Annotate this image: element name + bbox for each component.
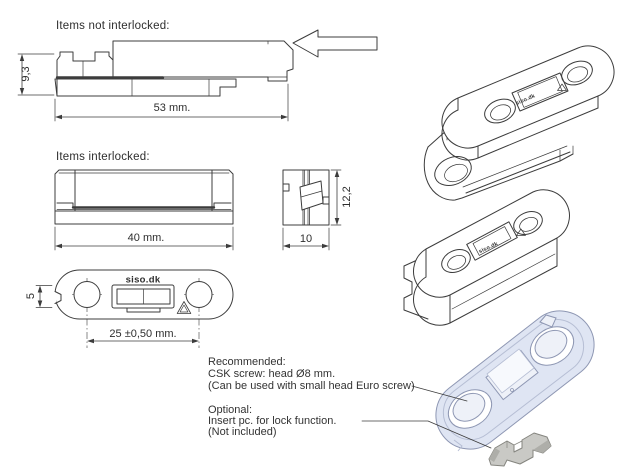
top-view bbox=[35, 269, 234, 348]
iso-view-part: siso.dk bbox=[403, 189, 570, 326]
siso-logo: siso.dk bbox=[125, 274, 161, 286]
front-view-interlocked bbox=[54, 169, 234, 251]
optional-line-2: (Not included) bbox=[208, 426, 277, 438]
dim-10: 10 bbox=[299, 233, 313, 245]
side-view-not-interlocked bbox=[17, 40, 294, 122]
recommended-line-1: CSK screw: head Ø8 mm. bbox=[208, 368, 336, 380]
recycle-icon bbox=[516, 228, 526, 236]
dim-25mm: 25 ±0,50 mm. bbox=[109, 328, 177, 340]
optional-title: Optional: bbox=[208, 404, 253, 416]
dim-9-3: 9,3 bbox=[20, 66, 32, 82]
render-3d-part bbox=[435, 310, 595, 452]
dim-12-2: 12,2 bbox=[341, 186, 353, 208]
direction-arrow-icon bbox=[292, 29, 378, 58]
iso-view-interlocked: siso.dk bbox=[423, 45, 615, 201]
recommended-title: Recommended: bbox=[208, 356, 286, 368]
render-3d-insert bbox=[488, 432, 552, 467]
recycle-icon bbox=[557, 83, 567, 91]
leader-lines bbox=[361, 385, 492, 449]
interlocked-label: Items interlocked: bbox=[56, 151, 150, 163]
dim-5: 5 bbox=[25, 292, 37, 300]
section-view bbox=[282, 169, 342, 251]
recommended-line-2: (Can be used with small head Euro screw) bbox=[208, 380, 415, 392]
recycle-icon bbox=[176, 301, 192, 314]
dim-53mm: 53 mm. bbox=[153, 102, 191, 114]
not-interlocked-label: Items not interlocked: bbox=[56, 20, 170, 32]
optional-line-1: Insert pc. for lock function. bbox=[208, 415, 337, 427]
dim-40mm: 40 mm. bbox=[127, 232, 165, 244]
